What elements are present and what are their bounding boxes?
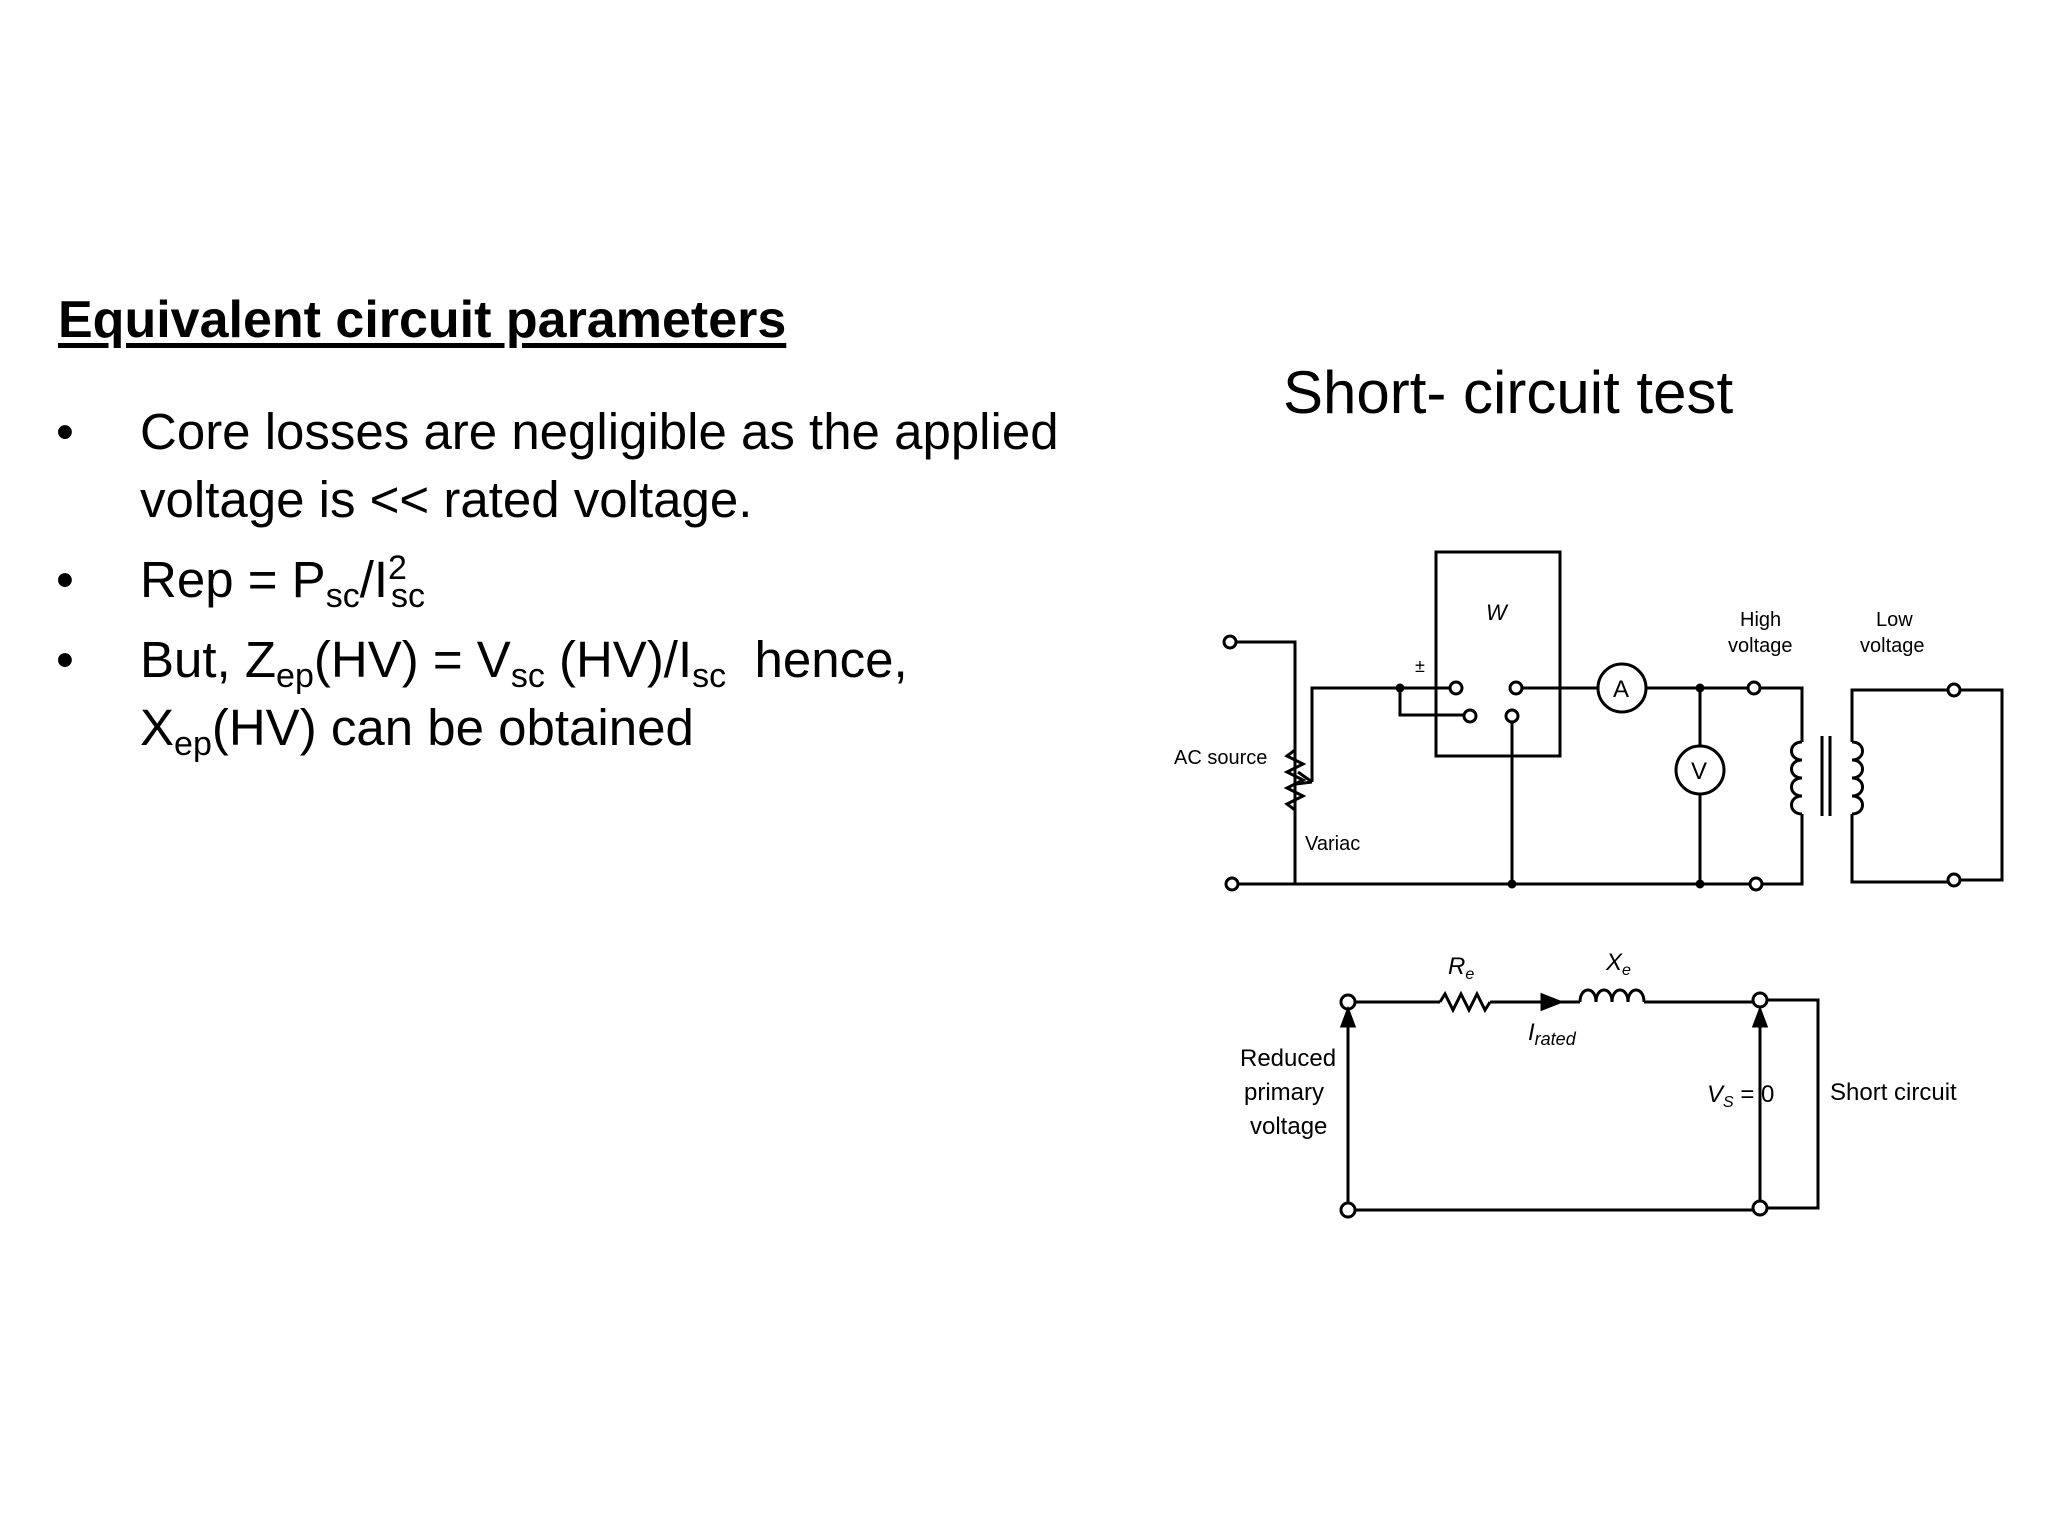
- rep-text: Rep = P: [140, 551, 326, 608]
- current-arrow: [1540, 992, 1565, 1012]
- zep-hv: (HV) = V: [313, 631, 511, 688]
- zep-sub-sc2: sc: [692, 657, 727, 695]
- vs-arrow-head: [1751, 1005, 1769, 1028]
- lv-terminal-bottom: [1946, 872, 1962, 888]
- xe-inductor: [1578, 988, 1646, 1003]
- bullet-zep-formula: • But, Zep(HV) = Vsc (HV)/Isc hence, Xep…: [56, 626, 1176, 762]
- rep-slash-i: /I: [359, 551, 389, 608]
- lv-winding-leads: [1850, 688, 2004, 884]
- hv-terminal-top: [1746, 680, 1762, 696]
- re-resistor: [1438, 990, 1492, 1014]
- variac-label: Variac: [1305, 833, 1360, 855]
- reduced-label-3: voltage: [1250, 1113, 1327, 1140]
- bullet-core-losses: • Core losses are negligible as the appl…: [56, 398, 1176, 534]
- reduced-label-1: Reduced: [1240, 1045, 1336, 1072]
- hv-terminal-bottom: [1748, 876, 1764, 892]
- variac-output-lead: [1310, 686, 1400, 782]
- high-voltage-label-2: voltage: [1728, 635, 1793, 657]
- eq-terminal-top-right: [1751, 991, 1769, 1009]
- xep-tail: (HV) can be obtained: [211, 699, 694, 756]
- eq-terminal-bottom-left: [1339, 1201, 1357, 1219]
- re-label: Re: [1448, 953, 1474, 983]
- bullet-dot: •: [56, 551, 74, 608]
- hv-winding-leads: [1720, 686, 1804, 886]
- ac-source-label: AC source: [1174, 747, 1267, 769]
- rep-sub-sc: sc: [325, 577, 360, 615]
- zep-line1: But, Zep(HV) = Vsc (HV)/Isc hence,: [140, 626, 1176, 694]
- wattmeter-box: [1434, 550, 1562, 758]
- low-voltage-label-1: Low: [1876, 609, 1913, 631]
- lv-winding: [1851, 740, 1864, 816]
- xep-sub-ep: ep: [174, 725, 212, 763]
- bullet-list: • Core losses are negligible as the appl…: [56, 398, 1176, 774]
- junction-dot: [1507, 879, 1517, 889]
- lv-terminal-top: [1946, 682, 1962, 698]
- junction-dot: [1695, 879, 1705, 889]
- wattmeter-terminal-2: [1462, 708, 1478, 724]
- test-circuit: W ± A V: [1174, 550, 2004, 892]
- zep-hence: hence,: [726, 631, 908, 688]
- xe-label: Xe: [1605, 949, 1631, 979]
- xep-x: X: [140, 699, 175, 756]
- polarity-mark: ±: [1415, 656, 1425, 676]
- source-terminal-top: [1222, 634, 1238, 650]
- transformer-core: [1820, 736, 1832, 816]
- bullet-dot: •: [56, 403, 74, 460]
- zep-hv2: (HV)/I: [544, 631, 693, 688]
- zep-sub-sc: sc: [510, 657, 545, 695]
- rep-sub-sc2: sc: [390, 577, 425, 615]
- voltmeter: [1674, 744, 1726, 796]
- eq-terminal-bottom-right: [1751, 1199, 1769, 1217]
- ammeter-label: A: [1613, 676, 1629, 703]
- wattmeter-terminal-4: [1504, 708, 1520, 724]
- variac-coil: [1283, 748, 1307, 812]
- short-circuit-wire: [1767, 998, 1820, 1210]
- equivalent-circuit: Re Xe Irated Reduced primary voltage VS …: [1240, 949, 1957, 1219]
- zep-sub-ep: ep: [276, 657, 314, 695]
- voltmeter-label: V: [1691, 758, 1707, 785]
- diagram-title: Short- circuit test: [1283, 359, 1734, 426]
- junction-dot: [1395, 683, 1405, 693]
- reduced-label-2: primary: [1244, 1079, 1324, 1106]
- irated-label: Irated: [1528, 1019, 1577, 1049]
- wattmeter-terminal-1: [1448, 680, 1464, 696]
- short-circuit-label: Short circuit: [1830, 1079, 1957, 1106]
- short-circuit-test-diagram: W ± A V: [1174, 550, 2004, 1219]
- variac-wiper-arrow: [1295, 770, 1313, 786]
- source-top-lead: [1236, 640, 1297, 840]
- reduced-voltage-arrow-head: [1339, 1005, 1357, 1028]
- bullet-rep-formula: • Rep = Psc/I2sc: [56, 546, 1176, 614]
- rep-sup-2: 2: [388, 549, 407, 587]
- wattmeter-potential-lead: [1398, 688, 1464, 717]
- bullet-text-line2: voltage is << rated voltage.: [140, 471, 753, 528]
- vs-label: VS = 0: [1707, 1081, 1774, 1111]
- hv-winding: [1790, 740, 1803, 816]
- high-voltage-label-1: High: [1740, 609, 1781, 631]
- bullet-text-line1: Core losses are negligible as the applie…: [140, 403, 1059, 460]
- zep-line2: Xep(HV) can be obtained: [140, 694, 1176, 762]
- zep-but: But, Z: [140, 631, 277, 688]
- bullet-dot: •: [56, 631, 74, 688]
- slide-heading: Equivalent circuit parameters: [58, 291, 787, 349]
- low-voltage-label-2: voltage: [1860, 635, 1925, 657]
- source-terminal-bottom: [1224, 876, 1240, 892]
- wattmeter-terminal-3: [1508, 680, 1524, 696]
- wattmeter-label: W: [1486, 600, 1509, 625]
